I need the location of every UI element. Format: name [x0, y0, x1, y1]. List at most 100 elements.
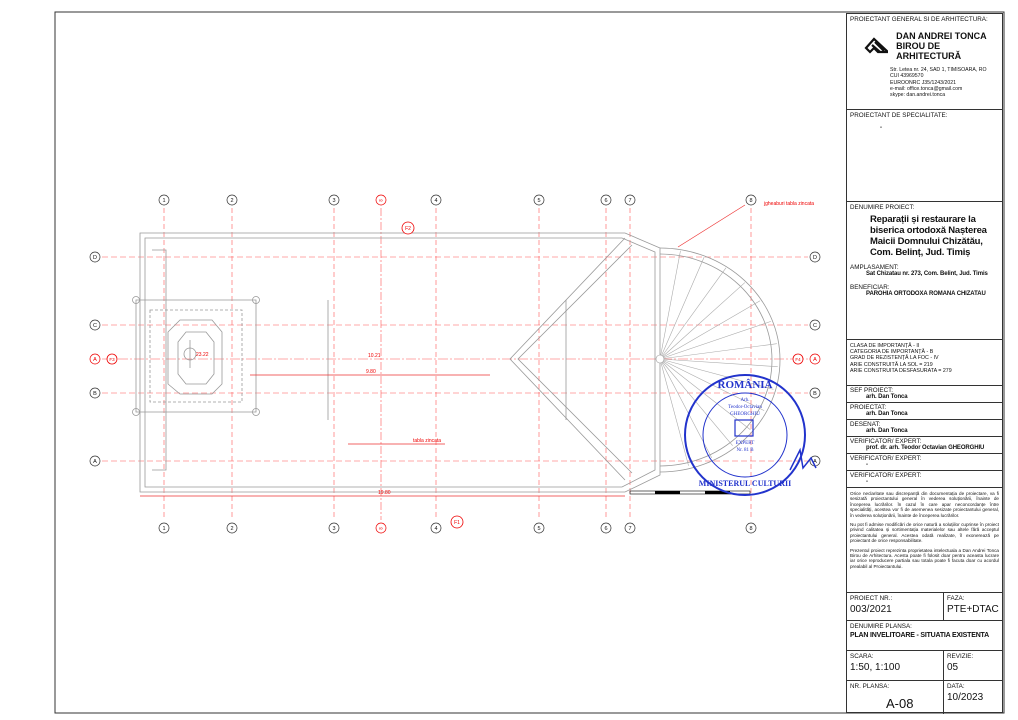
site-label: AMPLASAMENT:: [850, 264, 899, 271]
grid-column-label: 3: [332, 198, 335, 204]
skype-line: skype: dan.andrei.tonca: [890, 92, 946, 99]
role-value: arh. Dan Tonca: [866, 411, 908, 417]
elev-ridge: 10.21: [368, 353, 381, 359]
role-label: VERIFICATOR/ EXPERT:: [850, 438, 922, 445]
grid-bubble: [600, 522, 612, 534]
stamp-expert: EXPERT: [736, 441, 755, 446]
section-marker-label: F1: [454, 520, 460, 526]
section-marker-label: F4: [795, 357, 801, 362]
section-marker: [450, 515, 464, 529]
phase-label: FAZA:: [947, 595, 965, 602]
sheet-name: PLAN INVELITOARE - SITUATIA EXISTENTA: [850, 632, 989, 639]
firm-name-1: DAN ANDREI TONCA: [896, 31, 987, 41]
project-name: Reparații și restaurare la biserica orto…: [870, 214, 987, 258]
grid-row-label: B: [93, 391, 97, 397]
grid-bubble: [533, 522, 545, 534]
grid-bubble: [745, 194, 757, 206]
role-label: VERIFICATOR/ EXPERT:: [850, 472, 922, 479]
cui-line: CUI 43969570: [890, 73, 924, 80]
grid-row-label: D: [93, 255, 97, 261]
grid-column-label: ∞: [379, 526, 383, 532]
grid-bubble: [89, 319, 101, 331]
grid-row-label: A: [813, 459, 817, 465]
grid-column-label: 6: [604, 526, 607, 532]
dimensions: [140, 204, 746, 497]
email-line: e-mail: office.tonca@gmail.com: [890, 85, 963, 92]
fire-resistance: GRAD DE REZISTENȚĂ LA FOC - IV: [850, 355, 939, 362]
grid-bubble: [430, 194, 442, 206]
grid-lines: [102, 208, 808, 520]
role-value: -: [866, 479, 868, 485]
grid-column-label: 6: [604, 198, 607, 204]
grid-bubble: [624, 194, 636, 206]
role-value: arh. Dan Tonca: [866, 428, 908, 434]
project-nr: 003/2021: [850, 604, 892, 615]
specialty-value: -: [880, 125, 882, 131]
grid-bubble: [809, 387, 821, 399]
grid-bubble: [430, 522, 442, 534]
grid-column-label: 2: [230, 198, 233, 204]
specialty-label: PROIECTANT DE SPECIALITATE:: [850, 112, 948, 119]
note-roof: tabla zincata: [413, 438, 441, 444]
role-row: DESENAT:arh. Dan Tonca: [847, 419, 1002, 436]
sheet-name-label: DENUMIRE PLANSA:: [850, 623, 912, 630]
grid-bubble: [745, 522, 757, 534]
grid-bubble: [89, 387, 101, 399]
project-nr-label: PROIECT NR.:: [850, 595, 893, 602]
stair-tread: [659, 321, 771, 360]
stamp-name2: Teodor-Octavian: [728, 405, 762, 410]
project-label: DENUMIRE PROIECT:: [850, 204, 915, 211]
stair-tread: [659, 282, 746, 360]
grid-bubble: [809, 353, 821, 365]
grid-bubble: [158, 194, 170, 206]
stair-tread: [659, 358, 778, 367]
grid-column-label: 5: [537, 526, 540, 532]
grid-bubble: [624, 522, 636, 534]
section-marker-label: F2: [405, 226, 411, 232]
stamp-top: ROMÂNIA: [718, 379, 773, 391]
grid-row-label: D: [813, 255, 817, 261]
grid-column-label: 3: [332, 526, 335, 532]
grid-column-label: 1: [162, 526, 165, 532]
role-label: DESENAT:: [850, 421, 881, 428]
importance-class: CLASA DE IMPORTANȚĂ - II: [850, 343, 920, 349]
date-label: DATA:: [947, 683, 965, 690]
stair-tread: [659, 250, 681, 360]
role-row: VERIFICATOR/ EXPERT:prof. dr. arh. Teodo…: [847, 436, 1002, 453]
site-value: Sat Chizatau nr. 273, Com. Belint, Jud. …: [866, 271, 988, 277]
stamp-name1: Arh.: [740, 398, 749, 403]
stair-newel: [655, 354, 665, 364]
date: 10/2023: [947, 692, 984, 703]
role-row: PROIECTAT:arh. Dan Tonca: [847, 402, 1002, 419]
stamp-bottom: MINISTERUL CULTURII: [699, 479, 791, 488]
role-row: VERIFICATOR/ EXPERT:-: [847, 470, 1002, 487]
grid-column-label: ∞: [379, 198, 383, 204]
beneficiary-label: BENEFICIAR:: [850, 284, 890, 291]
onrc-line: EUROONRC J35/1243/2021: [890, 79, 957, 86]
grid-column-label: 2: [230, 526, 233, 532]
grid-bubble: [809, 251, 821, 263]
revision-label: REVIZIE:: [947, 653, 974, 660]
grid-column-label: 7: [628, 198, 631, 204]
grid-bubble: [226, 522, 238, 534]
grid-column-label: 4: [434, 198, 437, 204]
grid-column-label: 7: [628, 526, 631, 532]
grid-row-label: C: [93, 323, 97, 329]
sheet-nr-label: NR. PLANSA:: [850, 683, 890, 690]
grid-column-label: 8: [749, 198, 752, 204]
sheet-nr: A-08: [886, 696, 914, 711]
sheet-frame: [54, 11, 1005, 714]
scale: 1:50, 1:100: [850, 662, 901, 673]
role-value: prof. dr. arh. Teodor Octavian GHEORGHIU: [866, 445, 985, 451]
grid-bubble: [89, 353, 101, 365]
ground-area: ARIE CONSTRUITĂ LA SOL = 219: [850, 361, 933, 368]
stair-tread: [659, 267, 727, 360]
note-1: Orice neclaritate sau discrepanță din do…: [850, 491, 999, 518]
grid-bubble: [375, 522, 387, 534]
role-value: arh. Dan Tonca: [866, 394, 908, 400]
role-row: VERIFICATOR/ EXPERT:-: [847, 453, 1002, 470]
grid-bubble: [328, 194, 340, 206]
grid-column-label: 5: [537, 198, 540, 204]
